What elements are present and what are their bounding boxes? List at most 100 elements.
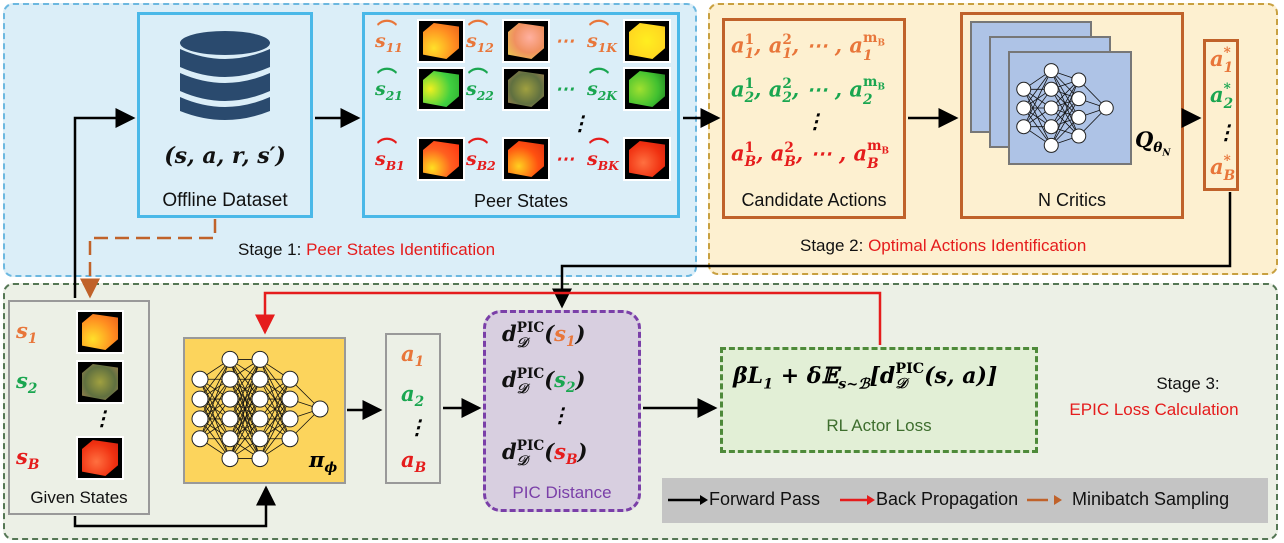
peer-state-image (502, 67, 550, 111)
legend-back-propagation: Back Propagation (876, 489, 1019, 509)
neuron (221, 430, 239, 448)
neuron (1016, 81, 1032, 97)
offline-dataset-box: (s, a, r, s′) Offline Dataset (137, 12, 313, 218)
optimal-action: a*B (1210, 153, 1236, 184)
stage3-label: Stage 3: (1156, 374, 1220, 393)
neuron (281, 390, 299, 408)
peer-state-image (623, 19, 671, 63)
neuron (221, 410, 239, 428)
vertical-dots: ⋮ (805, 109, 825, 133)
connection (259, 379, 291, 439)
connection (259, 398, 291, 459)
dataset-tuple: (s, a, r, s′) (164, 143, 286, 169)
given-state-image (76, 436, 124, 480)
neuron (191, 430, 209, 448)
neuron (281, 370, 299, 388)
peer-state-symbol: s11 (375, 17, 403, 54)
neuron (1071, 72, 1087, 88)
optimal-action: a*1 (1210, 45, 1234, 76)
peer-state-image (623, 137, 671, 181)
legend: Forward Pass Back Propagation Minibatch … (662, 478, 1268, 523)
peer-state-image (417, 67, 465, 111)
dataset-label: Offline Dataset (162, 190, 288, 211)
n-critics-label: N Critics (1038, 190, 1106, 210)
neuron (1043, 63, 1059, 79)
candidate-actions-label: Candidate Actions (741, 190, 887, 210)
connection (1023, 89, 1052, 127)
given-state-image (76, 360, 124, 404)
peer-state-symbol: s2K (587, 65, 617, 102)
neuron (1016, 100, 1032, 116)
peer-state-image (502, 137, 550, 181)
neuron (191, 410, 209, 428)
stage2-label: Stage 2: Optimal Actions Identification (800, 236, 1087, 255)
policy-actions-box: a1 a2 aB ⋮ (385, 333, 441, 484)
neuron (251, 450, 269, 468)
horizontal-dots: ⋯ (555, 78, 574, 100)
peer-state-image (623, 67, 671, 111)
neuron (191, 390, 209, 408)
peer-state-symbol: s1K (587, 17, 617, 54)
neuron (191, 370, 209, 388)
neuron (1043, 119, 1059, 135)
critic-q-label: QθN (1135, 127, 1171, 159)
neuron (251, 370, 269, 388)
vertical-dots: ⋮ (550, 403, 570, 427)
stage1-label: Stage 1: Peer States Identification (238, 240, 496, 259)
horizontal-dots: ⋯ (555, 148, 574, 170)
neuron (1043, 100, 1059, 116)
connection (1023, 70, 1052, 127)
peer-state-symbol: s21 (375, 65, 403, 102)
connection (229, 398, 261, 459)
policy-action: a2 (401, 381, 425, 411)
neuron (281, 430, 299, 448)
neuron (251, 350, 269, 368)
neuron (1043, 81, 1059, 97)
policy-network-box: πϕ (183, 337, 346, 484)
connection (199, 359, 231, 420)
neuron (251, 410, 269, 428)
connection (1050, 79, 1080, 127)
neuron (1071, 109, 1087, 125)
policy-action: a1 (401, 341, 425, 371)
neuron (281, 410, 299, 428)
horizontal-dots: ⋯ (555, 30, 574, 52)
connection (1050, 98, 1080, 146)
connection (229, 359, 261, 420)
vertical-dots: ⋮ (92, 406, 112, 430)
peer-states-box: ⋮ Peer States s11s12s1K⋯s21s22s2K⋯sB1sB2… (362, 12, 680, 218)
given-state-symbol: sB (16, 444, 40, 474)
neuron (251, 430, 269, 448)
peer-state-symbol: sB2 (466, 135, 496, 172)
neuron (221, 350, 239, 368)
neuron (1016, 119, 1032, 135)
peer-states-label: Peer States (473, 191, 569, 211)
neuron (221, 390, 239, 408)
peer-state-symbol: sB1 (375, 135, 405, 172)
optimal-action: a*2 (1210, 81, 1234, 112)
pic-distance-label: PIC Distance (512, 483, 612, 502)
peer-state-image (417, 19, 465, 63)
policy-action: aB (401, 447, 427, 477)
neuron (311, 400, 329, 418)
peer-state-symbol: sBK (587, 135, 619, 172)
neuron (221, 450, 239, 468)
vertical-dots: ⋮ (407, 415, 427, 439)
critic-network-front (1008, 51, 1132, 165)
given-state-symbol: s2 (16, 368, 38, 398)
legend-minibatch-sampling: Minibatch Sampling (1072, 489, 1230, 509)
connection (199, 379, 231, 439)
n-critics-box: QθN N Critics (960, 12, 1184, 219)
vertical-dots: ⋮ (570, 111, 590, 135)
database-icon (180, 31, 270, 120)
